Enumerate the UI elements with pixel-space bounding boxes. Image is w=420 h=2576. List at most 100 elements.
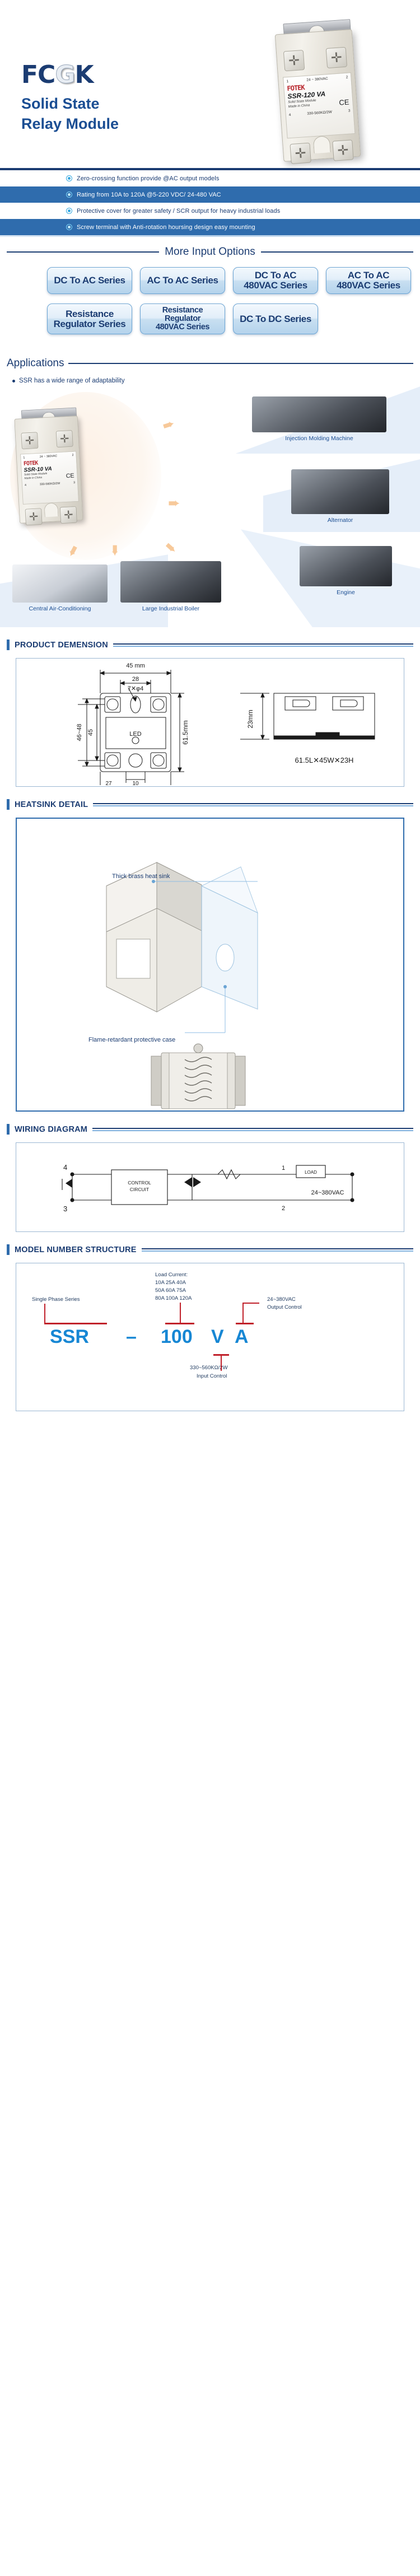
hero-title-line1: Solid State <box>21 95 100 112</box>
code-ssr: SSR <box>50 1326 89 1348</box>
label-pin-2: 2 <box>346 75 348 80</box>
label-voltage: 24 ~ 380VAC <box>39 454 58 459</box>
wiring-section-header: WIRING DIAGRAM <box>0 1124 420 1135</box>
product-page: FCGK Solid State Relay Module 1 2 4 <box>0 0 420 1411</box>
hero-title-line2: Relay Module <box>21 115 119 132</box>
section-rule <box>113 642 414 647</box>
feature-text: Screw terminal with Anti-rotation hoursi… <box>77 223 255 231</box>
label-pin-4: 4 <box>288 113 291 118</box>
screw-terminal-icon <box>21 432 39 450</box>
ce-mark-icon: CE <box>66 472 74 479</box>
body-notch <box>312 136 331 154</box>
series-button-resistance-regulator[interactable]: Resistance Regulator Series <box>47 304 132 335</box>
section-rule <box>92 1127 413 1132</box>
relay-body: 1 24 ~ 380VAC 2 FOTEK SSR-10 VA Solid St… <box>14 416 83 526</box>
wiring-supply-label: 24~380VAC <box>311 1189 344 1196</box>
application-photo-engine <box>300 546 392 587</box>
heatsink-note-bottom: Flame-retardant protective case <box>88 1037 175 1043</box>
leader-underline-a <box>236 1323 254 1324</box>
leader-underline-num <box>165 1323 194 1324</box>
leader-line-output <box>242 1303 244 1324</box>
wiring-pin-4: 4 <box>63 1163 67 1172</box>
more-input-options-section: More Input Options DC To AC Series AC To… <box>0 237 420 349</box>
screw-terminal-icon <box>325 46 348 69</box>
code-dash: – <box>126 1326 137 1348</box>
feature-top-divider <box>0 168 420 170</box>
load-current-line3: 80A 100A 120A <box>155 1295 192 1302</box>
application-caption: Engine <box>337 589 355 596</box>
load-current-title: Load Current: <box>155 1272 188 1278</box>
series-button-cell: AC To AC 480VAC Series <box>324 267 413 294</box>
screw-terminal-icon <box>25 508 43 526</box>
series-button-ac-to-ac[interactable]: AC To AC Series <box>140 267 225 294</box>
leader-line-current <box>180 1303 181 1324</box>
bullet-icon <box>66 224 72 230</box>
body-notch <box>44 502 59 517</box>
label-bottom-row: 4 330-560KΩ/2W 3 <box>25 481 75 487</box>
dim-led: LED <box>129 731 141 738</box>
wiring-svg: 4 3 1 2 CONTROL CIRCUIT LOAD 24~380VAC <box>62 1163 354 1213</box>
dim-total-height: 61.5mm <box>181 721 189 745</box>
dim-bottom-27: 27 <box>105 781 112 786</box>
feature-row: Zero-crossing function provide @AC outpu… <box>0 170 420 186</box>
application-caption: Alternator <box>327 517 353 524</box>
series-button-dc-to-ac-480[interactable]: DC To AC 480VAC Series <box>233 267 318 294</box>
application-caption: Central Air-Conditioning <box>29 605 91 613</box>
bullet-icon <box>66 192 72 198</box>
application-photo-central-air-conditioning <box>12 564 108 603</box>
screw-terminal-icon <box>290 142 311 165</box>
series-button-cell: Resistance Regulator Series <box>45 304 134 335</box>
arrow-icon: ➨ <box>161 537 182 558</box>
wiring-pin-2: 2 <box>282 1205 285 1212</box>
heatsink-detail-panel: Thick brass heat sink Flame-retardant pr… <box>16 818 404 1112</box>
feature-list: Zero-crossing function provide @AC outpu… <box>0 168 420 237</box>
series-button-cell: Resistance Regulator 480VAC Series <box>138 304 227 335</box>
application-caption: Injection Molding Machine <box>285 435 353 442</box>
feature-bottom-divider <box>0 235 420 237</box>
feature-text: Zero-crossing function provide @AC outpu… <box>77 175 220 182</box>
label-pin-1: 1 <box>286 79 289 84</box>
feature-row: Screw terminal with Anti-rotation hoursi… <box>0 219 420 235</box>
wiring-control-line1: CONTROL <box>128 1180 151 1186</box>
application-item: Central Air-Conditioning <box>12 564 108 612</box>
screw-terminal-icon <box>332 139 354 161</box>
single-phase-label: Single Phase Series <box>32 1296 80 1303</box>
screw-terminal-icon <box>55 430 73 448</box>
logo-part-fc: FC <box>21 60 55 89</box>
application-photo-large-industrial-boiler <box>120 561 221 603</box>
applications-header-rule <box>68 363 413 365</box>
code-a: A <box>235 1326 249 1348</box>
output-control-line1: 24~380VAC <box>267 1296 296 1303</box>
label-voltage: 24 ~ 380VAC <box>306 77 328 82</box>
hero-product-image: 1 24 ~ 380VAC 2 FOTEK SSR-120 VA Solid S… <box>255 6 395 165</box>
section-rule <box>141 1247 414 1252</box>
dot-icon <box>12 379 15 382</box>
feature-text: Rating from 10A to 120A @5-220 VDC/ 24-4… <box>77 191 221 198</box>
wiring-load-label: LOAD <box>305 1170 317 1175</box>
application-photo-injection-molding-machine <box>252 396 386 433</box>
screw-terminal-icon <box>283 49 305 72</box>
series-button-dc-to-dc[interactable]: DC To DC Series <box>233 304 318 335</box>
applications-subtitle-row: SSR has a wide range of adaptability <box>0 370 420 384</box>
label-bottom-row: 4 330-560KΩ/2W 3 <box>289 109 351 118</box>
wiring-pin-1: 1 <box>282 1165 285 1172</box>
page-title: Solid State Relay Module <box>21 94 119 134</box>
dimension-title: PRODUCT DEMENSION <box>15 640 108 650</box>
feature-text: Protective cover for greater safety / SC… <box>77 207 281 214</box>
series-button-resistance-regulator-480[interactable]: Resistance Regulator 480VAC Series <box>140 304 225 335</box>
feature-row: Rating from 10A to 120A @5-220 VDC/ 24-4… <box>0 186 420 203</box>
wiring-control-line2: CIRCUIT <box>130 1187 149 1192</box>
load-current-line2: 50A 60A 75A <box>155 1287 186 1294</box>
dim-bottom-small: 10 <box>132 781 139 786</box>
section-accent-bar <box>7 1124 10 1135</box>
arrow-icon: ➨ <box>168 494 180 512</box>
brand-logo: FCGK <box>21 60 94 90</box>
heatsink-section-header: HEATSINK DETAIL <box>0 799 420 810</box>
more-input-options-header: More Input Options <box>0 246 420 258</box>
application-item: Large Industrial Boiler <box>120 561 221 612</box>
series-button-dc-to-ac[interactable]: DC To AC Series <box>47 267 132 294</box>
arrow-icon: ➨ <box>106 544 124 557</box>
series-button-ac-to-ac-480[interactable]: AC To AC 480VAC Series <box>326 267 411 294</box>
application-caption: Large Industrial Boiler <box>142 605 200 613</box>
dim-side-height: 23mm <box>246 710 254 729</box>
